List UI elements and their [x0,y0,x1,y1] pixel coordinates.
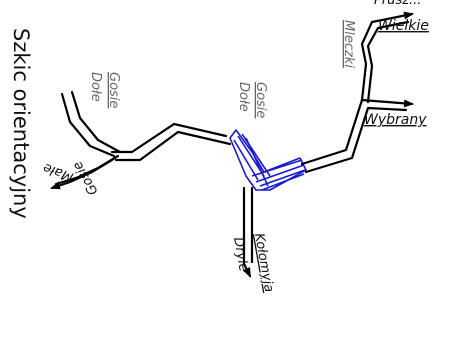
label-gosie-dolne-main-line1: Gosie [253,82,268,118]
track-left-branch [50,90,122,190]
map-title: Szkic orientacyjny [9,28,33,219]
track-north-branch [360,11,414,104]
label-gosie-male: Gosie Małe [41,158,101,197]
label-mleczki: Mleczki [341,20,356,68]
track-main-west [110,122,232,162]
label-gosie-dolne-left: Gosie Dołe [88,72,121,108]
label-gosie-male-line2: Małe [41,160,75,185]
label-wybrany: Wybrany [364,112,427,128]
label-gosie-dolne-left-line2: Dołe [88,72,103,102]
label-kolomyja-line1: Kołomyja [251,232,276,293]
station-area-gosie-dolne [229,129,307,191]
label-gosie-dolne-left-line1: Gosie [106,72,121,108]
track-main-east [300,98,414,174]
label-kolomyja-dryle: Kołomyja Dryle [230,232,276,293]
label-wielkie: Wielkie [378,18,429,34]
label-kolomyja-line2: Dryle [230,236,251,273]
label-gosie-dolne-main-line2: Dołe [236,82,251,112]
track-south-branch [242,186,254,278]
label-top-partial: Prusz... [374,0,421,8]
label-gosie-dolne-main: Gosie Dołe [236,82,268,118]
